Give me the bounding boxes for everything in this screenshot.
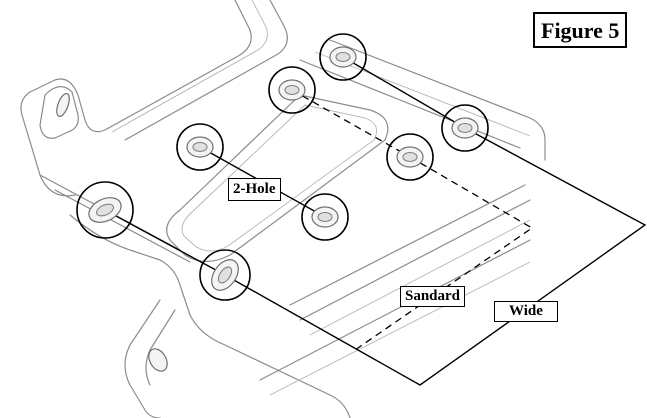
wide-label: Wide (494, 301, 558, 322)
hole-standard-lower (386, 133, 434, 181)
standard-dash-top (291, 89, 411, 158)
figure-title: Figure 5 (533, 12, 628, 48)
hole-wide-upper (319, 33, 367, 81)
hole-two-hole-upper (176, 123, 224, 171)
hole-two-hole-lower (301, 193, 349, 241)
hole-top-left-slot (76, 181, 134, 239)
mounting-holes (76, 33, 489, 301)
hole-wide-lower (441, 104, 489, 152)
standard-label: Sandard (400, 286, 466, 307)
mounting-plate (20, 0, 546, 418)
two-hole-label: 2-Hole (228, 178, 281, 201)
wide-leader (224, 127, 647, 386)
hole-bottom-left-slot (199, 249, 251, 301)
left-pair-connector (104, 209, 226, 276)
hole-standard-upper (268, 66, 316, 114)
